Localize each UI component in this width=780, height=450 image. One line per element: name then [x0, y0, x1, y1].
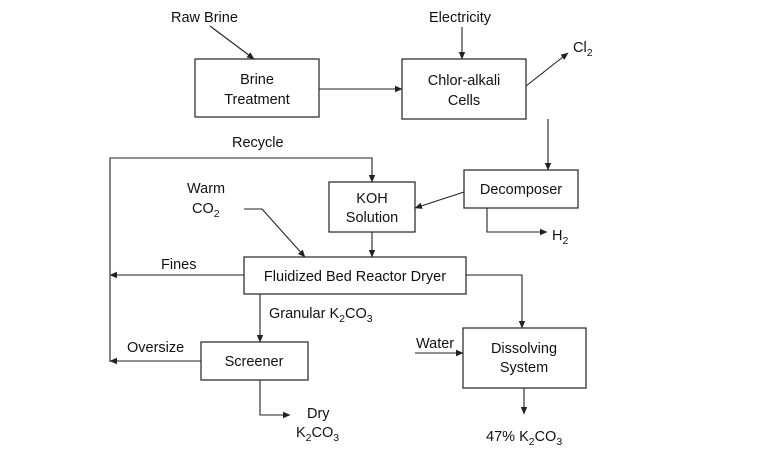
warm-label: Warm [187, 181, 225, 197]
raw-brine-arrow [209, 25, 255, 60]
dissolving-label-line-2: System [500, 360, 548, 376]
raw-brine-label: Raw Brine [171, 10, 238, 26]
oversize-label: Oversize [127, 340, 184, 356]
h2-label: H2 [552, 228, 568, 247]
recycle-line-arrow [109, 157, 376, 362]
chlor-alkali-label-line-2: Cells [448, 93, 480, 109]
koh-solution-box: KOH Solution [328, 181, 416, 233]
dry-k2co3-label: K2CO3 [296, 425, 339, 444]
reactor-to-dissolving-arrow [466, 274, 526, 329]
koh-solution-label-line-2: Solution [346, 210, 398, 226]
dry-k2co3-arrow [259, 380, 291, 419]
decomposer-label: Decomposer [480, 182, 562, 198]
electricity-label: Electricity [429, 10, 492, 26]
koh-solution-label-line-1: KOH [356, 191, 387, 207]
decomposer-box: Decomposer [463, 169, 579, 209]
decomposer-to-koh-arrow [414, 191, 465, 209]
cl2-label: Cl2 [573, 40, 593, 59]
fluidized-bed-reactor-dryer-box: Fluidized Bed Reactor Dryer [243, 256, 467, 295]
brine-treatment-label-line-2: Treatment [224, 92, 290, 108]
screener-label: Screener [225, 354, 284, 370]
dissolving-label-line-1: Dissolving [491, 341, 557, 357]
brine-treatment-box: Brine Treatment [194, 58, 320, 118]
chlor-alkali-cells-box: Chlor-alkali Cells [401, 58, 527, 120]
dry-label: Dry [307, 406, 330, 422]
brine-treatment-label-line-1: Brine [240, 72, 274, 88]
warm-co2-arrow [244, 208, 306, 258]
water-label: Water [416, 336, 454, 352]
granular-k2co3-label: Granular K2CO3 [269, 306, 373, 325]
cl2-output-arrow [525, 52, 569, 87]
product-47-percent-k2co3-label: 47% K2CO3 [486, 429, 562, 448]
chlor-alkali-label-line-1: Chlor-alkali [428, 73, 501, 89]
h2-output-arrow [486, 208, 548, 236]
fluidized-bed-label: Fluidized Bed Reactor Dryer [264, 269, 446, 285]
warm-co2-label: CO2 [192, 201, 220, 220]
recycle-label: Recycle [232, 135, 284, 151]
fines-label: Fines [161, 257, 196, 273]
screener-box: Screener [200, 341, 309, 381]
dissolving-system-box: Dissolving System [462, 327, 587, 389]
